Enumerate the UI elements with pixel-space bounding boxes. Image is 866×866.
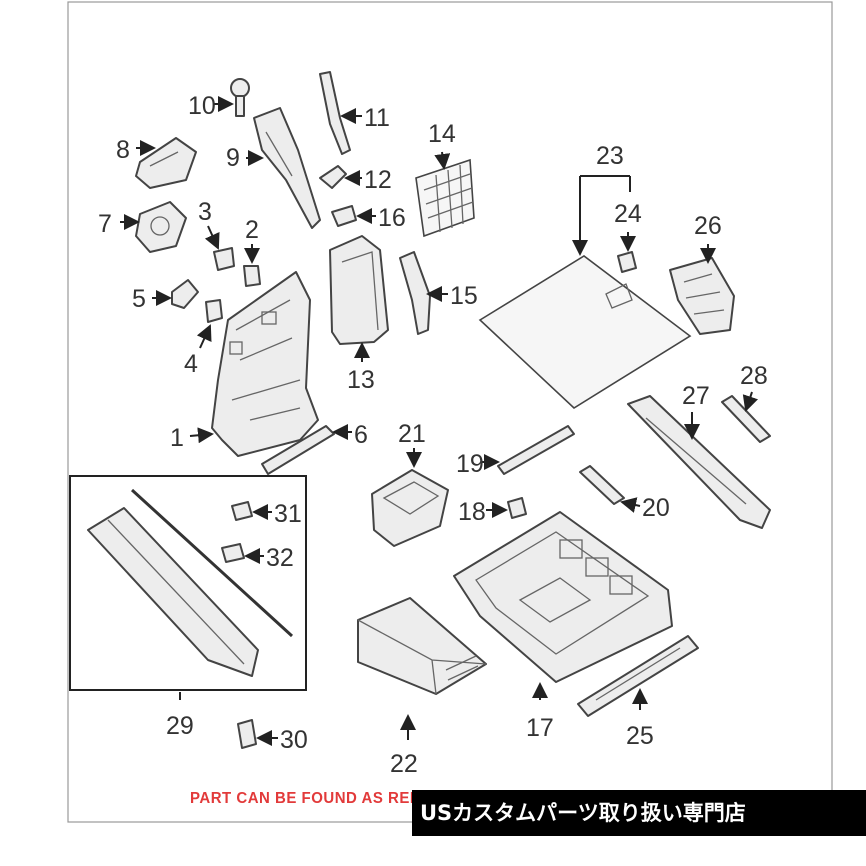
callout-30: 30 [280,726,308,754]
part-7-speaker-housing [135,201,187,253]
callout-20: 20 [642,494,670,522]
part-18-cap [507,497,527,519]
callout-17: 17 [526,714,554,742]
part-19-strip [497,425,575,475]
callout-24: 24 [614,200,642,228]
callout-2: 2 [245,216,259,244]
part-14-cargo-net [415,158,475,238]
callout-9: 9 [226,144,240,172]
part-10-knob [230,78,250,117]
part-9-pillar-trim [253,107,321,229]
part-30-bracket [237,719,257,749]
part-15-bracket [399,251,431,335]
callout-5: 5 [132,285,146,313]
callout-22: 22 [390,750,418,778]
callout-18: 18 [458,498,486,526]
callout-11: 11 [364,104,390,132]
callout-7: 7 [98,210,112,238]
callout-1: 1 [170,424,184,452]
callout-4: 4 [184,350,198,378]
callout-10: 10 [188,92,216,120]
callout-23: 23 [596,142,624,170]
reference-note: PART CAN BE FOUND AS REFERE [190,789,452,808]
part-32-clip [221,543,245,563]
callout-29: 29 [166,712,194,740]
part-21-storage-bin [371,469,449,547]
callout-16: 16 [378,204,406,232]
part-2-clip [243,265,261,287]
part-23-cargo-floor-mat [478,255,692,410]
part-31-clip [231,501,253,521]
part-5-cover [171,279,199,309]
callout-3: 3 [198,198,212,226]
part-24-clip [617,251,637,273]
part-13-trim-cover [329,235,389,345]
part-27-rear-panel [627,395,771,529]
part-29-cargo-cover-group [69,475,307,691]
callout-21: 21 [398,420,426,448]
callout-32: 32 [266,544,294,572]
callout-19: 19 [456,450,484,478]
part-28-strip [721,395,771,443]
callout-25: 25 [626,722,654,750]
callout-8: 8 [116,136,130,164]
part-8-cover-cap [135,137,197,189]
store-banner: USカスタムパーツ取り扱い専門店 [412,790,866,836]
callout-26: 26 [694,212,722,240]
callout-31: 31 [274,500,302,528]
callout-15: 15 [450,282,478,310]
part-25-sill-plate [577,635,699,717]
callout-13: 13 [347,366,375,394]
callout-27: 27 [682,382,710,410]
part-17-storage-tray [453,511,673,683]
part-3-bracket [213,247,235,271]
part-4-clip [205,299,223,323]
part-11-strip [319,71,351,155]
callout-12: 12 [364,166,392,194]
callout-14: 14 [428,120,456,148]
callout-28: 28 [740,362,768,390]
part-22-box [357,597,487,695]
callout-6: 6 [354,421,368,449]
part-1-side-trim-panel [211,271,319,457]
